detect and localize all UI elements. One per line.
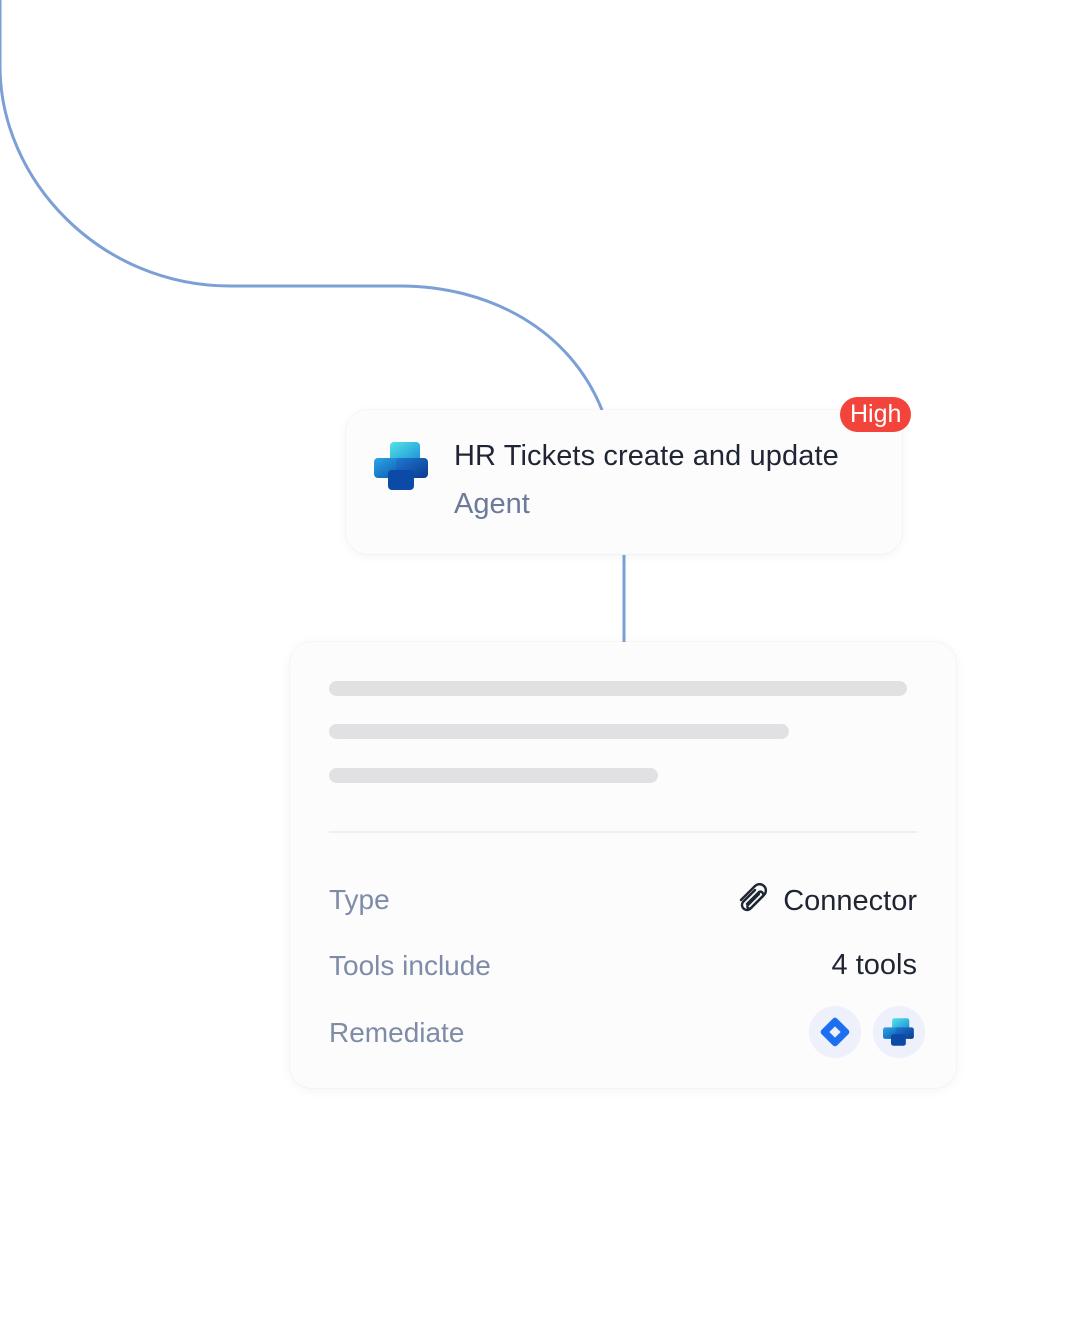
type-value: Connector xyxy=(735,883,917,919)
type-label: Type xyxy=(329,884,390,915)
remediate-icons xyxy=(809,1006,925,1058)
jira-icon xyxy=(820,1017,850,1047)
paperclip-icon xyxy=(739,883,768,912)
agent-type-label: Agent xyxy=(454,488,530,520)
risk-badge: High xyxy=(840,397,912,432)
skeleton-line xyxy=(329,681,907,696)
remediate-label: Remediate xyxy=(329,1017,465,1048)
type-value-text: Connector xyxy=(783,884,917,917)
tools-count: 4 tools xyxy=(831,949,917,981)
remediate-jira-button[interactable] xyxy=(809,1006,861,1058)
curved-connector xyxy=(0,0,604,411)
agent-title: HR Tickets create and update xyxy=(454,440,839,472)
agent-card[interactable]: HR Tickets create and update Agent High xyxy=(346,397,912,554)
remediate-copilot-button[interactable] xyxy=(873,1006,925,1058)
skeleton-line xyxy=(329,768,658,783)
divider xyxy=(329,831,917,833)
tools-include-label: Tools include xyxy=(329,950,491,981)
copilot-studio-icon xyxy=(883,1018,914,1046)
detail-card: Type Connector Tools include 4 tools Rem… xyxy=(290,642,956,1088)
skeleton-line xyxy=(329,724,789,739)
copilot-studio-icon xyxy=(374,442,428,490)
